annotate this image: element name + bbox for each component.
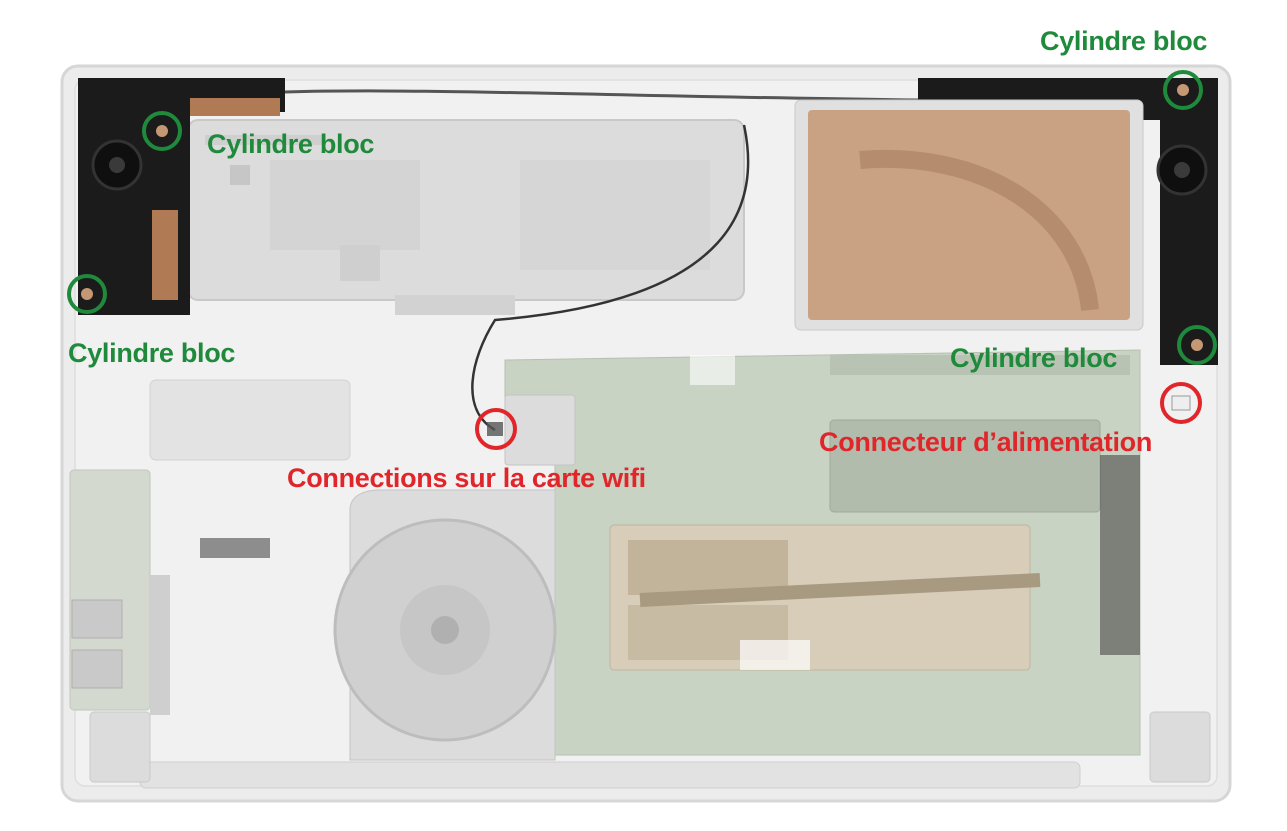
- screw-marker: [67, 274, 107, 314]
- battery: [187, 119, 745, 315]
- wifi-connections-label: Connections sur la carte wifi: [287, 463, 646, 493]
- left-speaker: [78, 78, 285, 315]
- speaker-left-bottom-label: Cylindre bloc: [68, 338, 236, 368]
- screw-marker: [1177, 325, 1217, 365]
- speaker-right-top-label: Cylindre bloc: [1040, 26, 1208, 56]
- speaker-left-top-label: Cylindre bloc: [207, 129, 375, 159]
- io-board: [69, 469, 170, 715]
- power-connector-label: Connecteur d’alimentation: [819, 427, 1153, 457]
- speaker-cable: [284, 89, 919, 102]
- wifi-card: [504, 394, 576, 466]
- ssd-shield: [794, 99, 1144, 331]
- speaker-right-bottom-label: Cylindre bloc: [950, 343, 1118, 373]
- connector-marker: [475, 408, 517, 450]
- screw-marker: [142, 111, 182, 151]
- screw-marker: [1163, 70, 1203, 110]
- cooling-fan: [333, 489, 557, 761]
- connector-marker: [1160, 382, 1202, 424]
- motherboard: [504, 349, 1141, 756]
- hinge-strip: [139, 761, 1081, 789]
